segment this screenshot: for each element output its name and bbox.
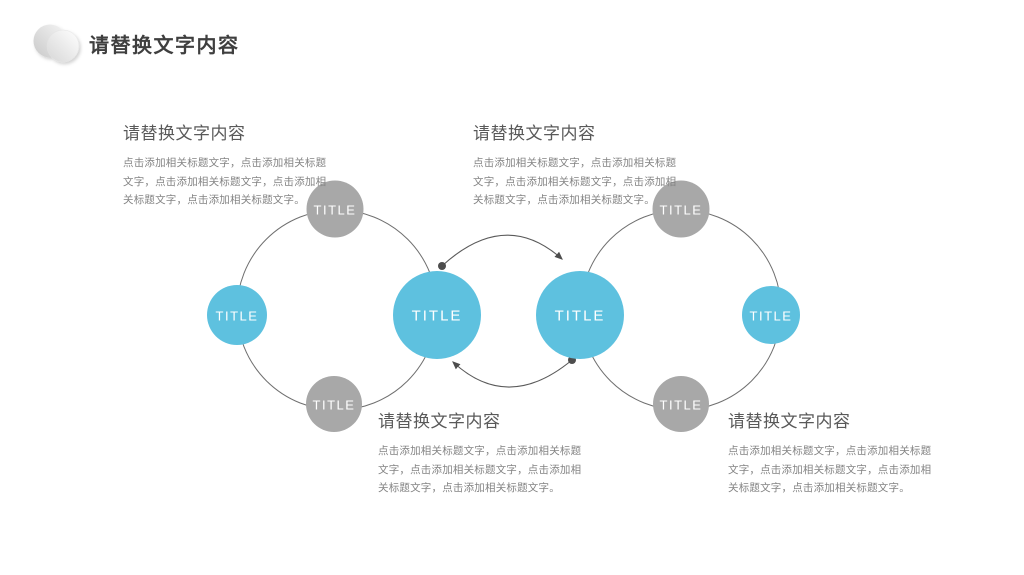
node-circle-left-top — [306, 180, 364, 238]
node-label-left-hub: TITLE — [412, 308, 463, 325]
text-block-body-line: 文字，点击添加相关标题文字，点击添加相 — [473, 175, 677, 188]
connector-dot-top — [438, 262, 446, 270]
text-block-body-line: 点击添加相关标题文字，点击添加相关标题 — [728, 445, 932, 457]
text-block-body-line: 点击添加相关标题文字，点击添加相关标题 — [123, 157, 327, 169]
page-title: 请替换文字内容 — [89, 35, 240, 57]
text-block-body-line: 文字，点击添加相关标题文字，点击添加相 — [728, 463, 932, 476]
text-block-body-line: 关标题文字，点击添加相关标题文字。 — [378, 482, 560, 494]
node-label-right-bottom: TITLE — [660, 398, 703, 413]
text-block-body-line: 关标题文字，点击添加相关标题文字。 — [123, 194, 305, 206]
node-label-left-bottom: TITLE — [313, 398, 356, 413]
text-block-body-line: 文字，点击添加相关标题文字，点击添加相 — [378, 463, 582, 476]
node-circle-left-west — [207, 285, 267, 345]
arrow-bottom — [452, 359, 573, 388]
text-block-heading: 请替换文字内容 — [473, 124, 596, 143]
node-label-left-top: TITLE — [314, 203, 357, 218]
node-circle-left-hub — [393, 271, 481, 359]
text-block-body-line: 关标题文字，点击添加相关标题文字。 — [473, 194, 655, 206]
node-circle-right-hub — [536, 271, 624, 359]
text-block-top-right: 请替换文字内容 点击添加相关标题文字，点击添加相关标题 文字，点击添加相关标题文… — [473, 119, 677, 210]
text-block-body-line: 文字，点击添加相关标题文字，点击添加相 — [123, 175, 327, 188]
text-block-heading: 请替换文字内容 — [378, 412, 501, 431]
node-label-left-west: TITLE — [216, 309, 259, 324]
text-block-heading: 请替换文字内容 — [728, 412, 851, 431]
text-block-bottom-center: 请替换文字内容 点击添加相关标题文字，点击添加相关标题 文字，点击添加相关标题文… — [378, 407, 582, 498]
node-circle-left-bottom — [306, 376, 362, 432]
text-block-body-line: 关标题文字，点击添加相关标题文字。 — [728, 482, 910, 494]
overlapping-circles-icon — [33, 24, 80, 63]
text-block-bottom-right: 请替换文字内容 点击添加相关标题文字，点击添加相关标题 文字，点击添加相关标题文… — [728, 407, 932, 498]
text-block-heading: 请替换文字内容 — [123, 124, 246, 143]
arrow-top — [441, 234, 563, 267]
node-circle-right-top — [652, 180, 710, 238]
node-label-right-hub: TITLE — [555, 308, 606, 325]
node-label-right-top: TITLE — [660, 203, 703, 218]
text-block-body-line: 点击添加相关标题文字，点击添加相关标题 — [473, 157, 677, 169]
node-label-right-east: TITLE — [750, 309, 793, 324]
text-block-body-line: 点击添加相关标题文字，点击添加相关标题 — [378, 445, 582, 457]
text-block-top-left: 请替换文字内容 点击添加相关标题文字，点击添加相关标题 文字，点击添加相关标题文… — [123, 119, 327, 210]
node-circle-right-east — [742, 286, 800, 344]
node-circle-right-bottom — [653, 376, 709, 432]
